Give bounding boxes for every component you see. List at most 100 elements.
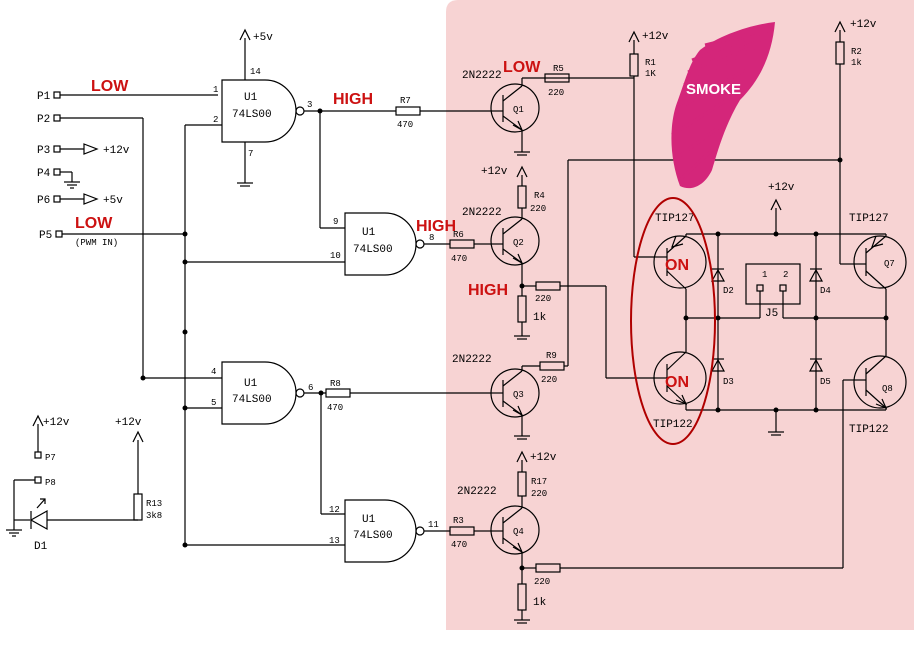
state-tip127-left: ON [665, 257, 689, 274]
svg-text:4: 4 [211, 367, 216, 377]
svg-text:TIP127: TIP127 [655, 213, 695, 225]
svg-text:11: 11 [428, 520, 439, 530]
transistor-q3: Q3 2N2222 [452, 354, 540, 418]
pin-p3-label: P3 [37, 145, 50, 157]
svg-text:470: 470 [327, 403, 343, 413]
input-pins: P1 P2 P3 +12v P4 P6 +5v P5 (PWM IN) [37, 91, 222, 379]
svg-text:R2: R2 [851, 47, 862, 57]
svg-text:TIP127: TIP127 [849, 213, 889, 225]
svg-text:220: 220 [535, 294, 551, 304]
svg-text:1k: 1k [533, 312, 547, 324]
state-p1: LOW [91, 78, 129, 95]
svg-text:U1: U1 [244, 92, 258, 104]
svg-text:J5: J5 [765, 308, 778, 320]
svg-text:74LS00: 74LS00 [232, 109, 272, 121]
gate-2: U1 74LS00 9 10 8 [330, 212, 434, 276]
svg-text:D4: D4 [820, 286, 831, 296]
svg-text:1: 1 [762, 270, 767, 280]
transistor-q1: Q1 2N2222 [462, 70, 540, 133]
svg-text:Q3: Q3 [513, 390, 524, 400]
state-tip122-left: ON [665, 374, 689, 391]
svg-text:1k: 1k [533, 597, 547, 609]
svg-text:220: 220 [531, 489, 547, 499]
svg-text:7: 7 [248, 149, 253, 159]
svg-text:D5: D5 [820, 377, 831, 387]
svg-text:2: 2 [213, 115, 218, 125]
svg-text:Q2: Q2 [513, 238, 524, 248]
gate-4: U1 74LS00 12 13 11 [329, 499, 439, 563]
svg-text:1: 1 [213, 85, 218, 95]
svg-text:+12v: +12v [43, 417, 70, 429]
pin-p2-label: P2 [37, 114, 50, 126]
svg-text:P7: P7 [45, 453, 56, 463]
pin-p1-connector [53, 91, 61, 99]
svg-text:P8: P8 [45, 478, 56, 488]
highlight-ring [630, 197, 716, 445]
transistor-q7: Q7 TIP127 [849, 213, 907, 290]
svg-text:2: 2 [783, 270, 788, 280]
pin-p5-label: P5 [39, 230, 52, 242]
svg-text:2N2222: 2N2222 [452, 354, 492, 366]
svg-text:Q8: Q8 [882, 384, 893, 394]
svg-text:+12v: +12v [530, 452, 557, 464]
transistor-tip127-left: ON TIP127 [653, 213, 707, 290]
svg-text:+12v: +12v [642, 31, 669, 43]
svg-text:+5v: +5v [253, 32, 273, 44]
svg-text:R9: R9 [546, 351, 557, 361]
svg-text:3: 3 [307, 100, 312, 110]
svg-text:+12v: +12v [850, 19, 877, 31]
state-gate1-out: HIGH [333, 91, 373, 108]
svg-text:R8: R8 [330, 379, 341, 389]
resistor-r1: +12v R1 1K [628, 30, 669, 79]
svg-text:2N2222: 2N2222 [457, 486, 497, 498]
svg-text:R6: R6 [453, 230, 464, 240]
svg-text:R3: R3 [453, 516, 464, 526]
diode-d2: D2 [710, 234, 734, 318]
svg-text:R5: R5 [553, 64, 564, 74]
svg-text:Q1: Q1 [513, 105, 524, 115]
svg-text:D1: D1 [34, 541, 48, 553]
resistor-r17: +12v R17 220 [516, 450, 557, 499]
smoke-label: SMOKE [686, 81, 741, 98]
resistor-r5: R5 220 [544, 64, 570, 98]
diode-d4: D4 [808, 234, 831, 318]
svg-text:+12v: +12v [768, 182, 795, 194]
svg-text:R13: R13 [146, 499, 162, 509]
svg-text:Q4: Q4 [513, 527, 524, 537]
svg-text:470: 470 [451, 254, 467, 264]
state-p5: LOW [75, 215, 113, 232]
svg-text:U1: U1 [244, 378, 258, 390]
svg-text:TIP122: TIP122 [653, 419, 693, 431]
svg-text:U1: U1 [362, 514, 376, 526]
svg-text:TIP122: TIP122 [849, 424, 889, 436]
svg-text:D3: D3 [723, 377, 734, 387]
svg-text:74LS00: 74LS00 [353, 244, 393, 256]
svg-text:10: 10 [330, 251, 341, 261]
transistor-q8: Q8 TIP122 [849, 355, 907, 436]
resistor-r4: +12v R4 220 [481, 165, 546, 214]
svg-text:R7: R7 [400, 96, 411, 106]
svg-text:5: 5 [211, 398, 216, 408]
svg-text:13: 13 [329, 536, 340, 546]
svg-text:14: 14 [250, 67, 261, 77]
transistor-q4: Q4 2N2222 [457, 486, 540, 555]
p3-supply-label: +12v [103, 145, 130, 157]
svg-text:D2: D2 [723, 286, 734, 296]
resistor-r8: R8 470 [325, 379, 351, 413]
svg-text:R17: R17 [531, 477, 547, 487]
transistor-tip122-left: ON TIP122 [653, 351, 707, 431]
svg-text:+12v: +12v [481, 166, 508, 178]
svg-text:3k8: 3k8 [146, 511, 162, 521]
svg-text:220: 220 [548, 88, 564, 98]
svg-text:8: 8 [429, 233, 434, 243]
resistor-r7: R7 470 [395, 96, 421, 130]
diode-d3: D3 [710, 318, 734, 410]
svg-text:R4: R4 [534, 191, 545, 201]
led-section: +12v P7 P8 D1 +12v R13 3k8 [6, 414, 162, 553]
gate-3: U1 74LS00 4 5 6 [211, 361, 313, 425]
svg-text:220: 220 [530, 204, 546, 214]
svg-text:1k: 1k [851, 58, 862, 68]
svg-text:470: 470 [451, 540, 467, 550]
svg-text:1K: 1K [645, 69, 656, 79]
